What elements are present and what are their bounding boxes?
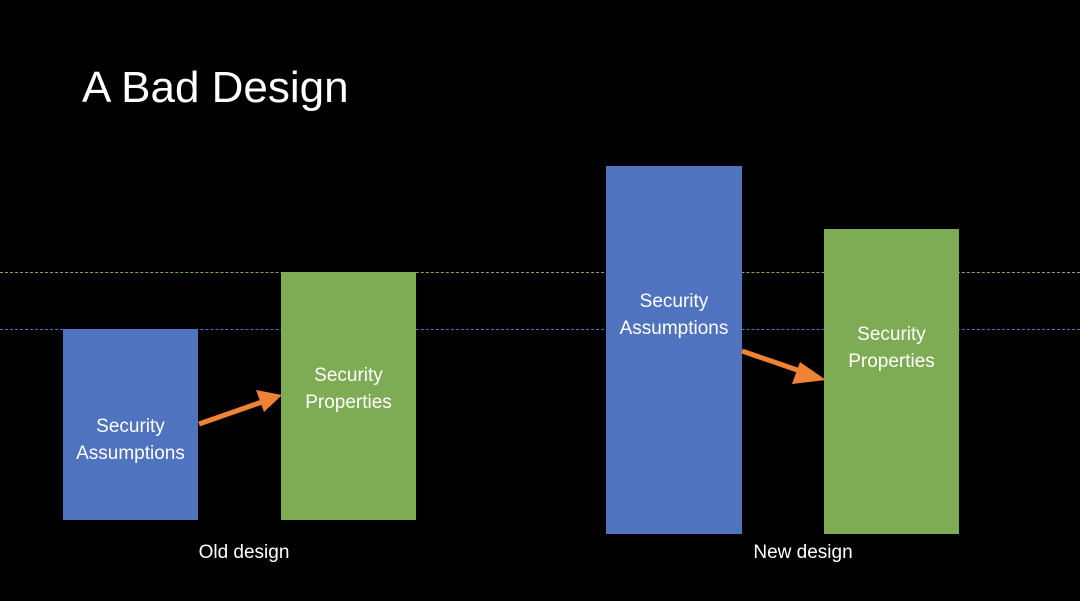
old-design-properties-label: Security Properties (305, 365, 392, 413)
old-design-arrow (198, 390, 282, 427)
new-design-arrow (741, 348, 826, 384)
new-design-arrow-head-icon (792, 362, 826, 384)
slide-title: A Bad Design (82, 63, 349, 112)
old-design-arrow-head-icon (256, 390, 282, 412)
new-design-properties-label: Security Properties (848, 323, 935, 372)
properties-level-guide (0, 272, 1080, 273)
old-design-properties-box: Security Properties (281, 272, 416, 520)
old-design-label: Old design (198, 542, 290, 563)
old-design-assumptions-box: Security Assumptions (63, 329, 198, 520)
new-design-assumptions-label: Security Assumptions (619, 291, 729, 339)
new-design-label: New design (753, 542, 853, 563)
new-design-properties-box: Security Properties (824, 229, 959, 534)
assumptions-level-guide (0, 329, 1080, 330)
old-design-assumptions-label: Security Assumptions (76, 415, 185, 464)
new-design-assumptions-box: Security Assumptions (606, 166, 742, 534)
